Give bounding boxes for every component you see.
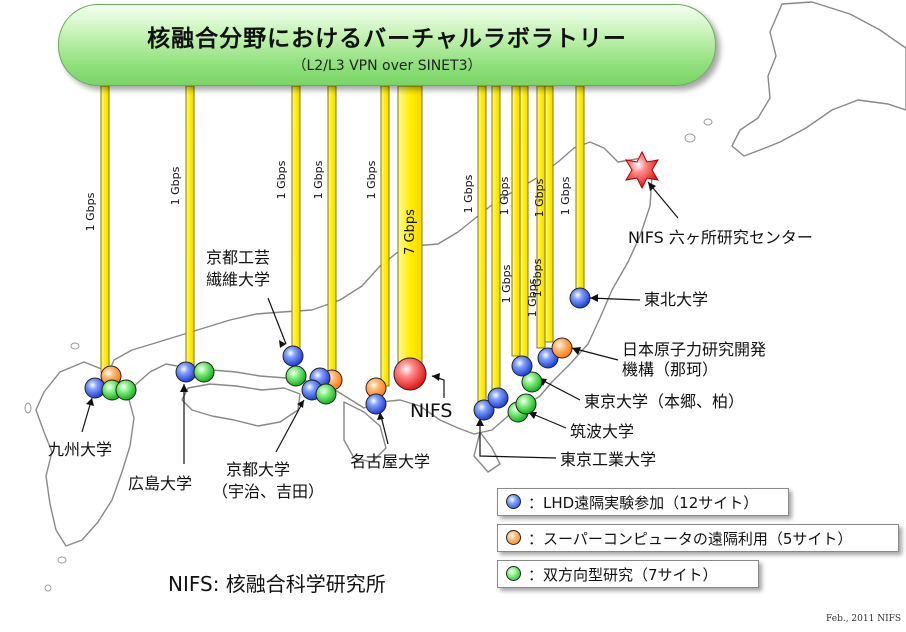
link-speed-label: 1 Gbps [169, 166, 182, 205]
green-dot-icon [506, 566, 521, 581]
site-label-kit-2: 繊維大学 [206, 270, 271, 289]
link-kyushu [100, 85, 110, 373]
site-label-jaea-1: 日本原子力研究開発 [622, 340, 767, 359]
page-title: 核融合分野におけるバーチャルラボラトリー [147, 26, 627, 52]
site-label-nifs: NIFS [410, 400, 453, 422]
site-label-nagoya: 名古屋大学 [350, 452, 431, 471]
nifs-definition: NIFS: 核融合科学研究所 [168, 572, 386, 596]
leader-titech [479, 418, 557, 459]
link-speed-label: 1 Gbps [498, 176, 511, 215]
link-utokyo-1 [511, 85, 521, 357]
site-label-utokyo: 東京大学（本郷、柏） [584, 392, 745, 411]
leader-kit [267, 297, 287, 345]
node-tsukuba-green-2 [515, 393, 537, 415]
link-speed-label: 1 Gbps [533, 178, 546, 217]
node-hiroshima-blue [175, 361, 197, 383]
site-label-kyoto-2: （宇治、吉田） [212, 482, 325, 501]
star-icon-rokkasho [625, 150, 659, 190]
link-kyoto-1 [327, 85, 337, 375]
node-kyoto-green [315, 383, 337, 405]
legend-item-supercomputer: ：スーパーコンピュータの遠隔利用（5サイト） [497, 524, 899, 552]
link-nagoya [380, 85, 390, 387]
site-label-tohoku: 東北大学 [644, 290, 709, 309]
site-label-rokkasho: NIFS 六ヶ所研究センター [628, 228, 813, 247]
hokkaido-outline [731, 1, 906, 157]
node-nifs-main [393, 357, 427, 391]
link-speed-label: 1 Gbps [559, 176, 572, 215]
link-speed-label: 1 Gbps [275, 160, 288, 199]
site-label-hiroshima: 広島大学 [128, 474, 193, 493]
legend-label: ：スーパーコンピュータの遠隔利用（5サイト） [528, 530, 853, 548]
blue-dot-icon [506, 494, 521, 509]
site-label-tsukuba: 筑波大学 [570, 422, 635, 441]
link-kit [291, 85, 301, 349]
node-jaea-orange [551, 337, 573, 359]
legend-item-lhd: ：LHD遠隔実験参加（12サイト） [497, 488, 789, 516]
node-utokyo-green [521, 371, 543, 393]
node-tohoku-blue [569, 287, 591, 309]
link-titech-2 [491, 85, 501, 393]
izu-boso [473, 431, 501, 473]
node-titech-blue-2 [487, 387, 509, 409]
site-label-titech: 東京工業大学 [560, 450, 657, 469]
link-speed-label: 1 Gbps [462, 174, 475, 213]
leader-kyoto [275, 399, 305, 453]
link-speed-label: 1 Gbps [365, 160, 378, 199]
kii-peninsula [343, 401, 387, 463]
orange-dot-icon [506, 530, 521, 545]
node-nagoya-blue [365, 393, 387, 415]
network-links [100, 85, 585, 407]
leader-tohoku [589, 297, 641, 301]
link-speed-label: 1 Gbps [500, 264, 513, 303]
node-kyushu-green-2 [115, 379, 137, 401]
title-banner: 核融合分野におけるバーチャルラボラトリー （L2/L3 VPN over SIN… [58, 4, 716, 86]
node-kit-blue [282, 345, 304, 367]
link-tohoku [575, 85, 585, 293]
link-titech-1 [477, 85, 487, 407]
link-jaea-2 [544, 85, 554, 343]
site-label-kit-1: 京都工芸 [206, 248, 271, 267]
link-speed-label: 7 Gbps [403, 209, 418, 255]
legend-item-bidirectional: ：双方向型研究（7サイト） [497, 560, 759, 588]
node-kit-green [285, 365, 307, 387]
link-speed-label: 1 Gbps [84, 192, 97, 231]
shikoku-outline [181, 383, 301, 427]
node-titech-blue-1 [473, 399, 495, 421]
page-subtitle: （L2/L3 VPN over SINET3） [292, 58, 482, 74]
link-utokyo-2 [519, 85, 529, 365]
site-label-jaea-2: 機構（那珂） [622, 360, 719, 379]
link-speed-label: 1 Gbps [531, 258, 544, 297]
node-utokyo-blue [511, 355, 533, 377]
link-speed-label: 1 Gbps [526, 278, 539, 317]
link-speed-label: 1 Gbps [312, 160, 325, 199]
footer-date: Feb., 2011 NIFS [826, 614, 902, 624]
legend-label: ：双方向型研究（7サイト） [528, 566, 718, 584]
site-label-kyoto-1: 京都大学 [226, 460, 291, 479]
node-hiroshima-green [193, 361, 215, 383]
link-hiroshima [185, 85, 195, 373]
site-label-kyushu: 九州大学 [48, 440, 113, 459]
legend-label: ：LHD遠隔実験参加（12サイト） [528, 494, 759, 512]
